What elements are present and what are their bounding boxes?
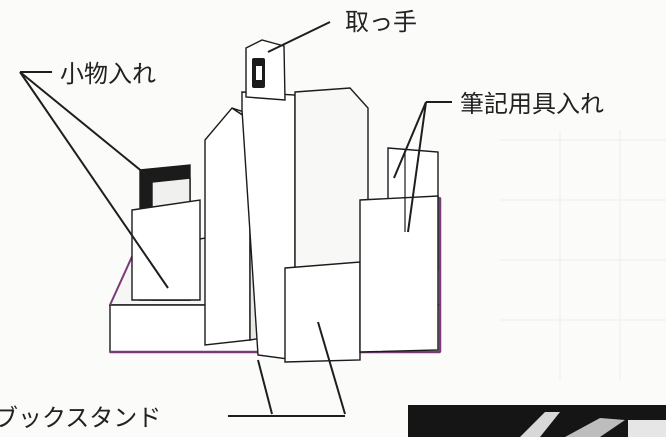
photo-corner <box>408 405 666 437</box>
leader-stationery-b <box>407 101 427 233</box>
leader-lines <box>19 21 452 417</box>
leader-book-stand-a <box>257 359 273 415</box>
book-divider-center <box>241 39 296 361</box>
base-left-edge-accent <box>109 249 136 306</box>
center-board <box>241 91 296 361</box>
label-small-items: 小物入れ <box>60 60 156 88</box>
leader-small-items-a <box>19 71 156 183</box>
leader-small-items-b <box>19 71 169 289</box>
leader-stationery-a <box>393 101 427 179</box>
divider-left-board <box>204 107 251 346</box>
label-stationery: 筆記用具入れ <box>460 90 604 118</box>
label-book-stand: ブックスタンド <box>0 404 161 432</box>
leader-handle <box>267 21 331 53</box>
handle-tab <box>245 39 286 101</box>
background-grid <box>500 130 666 380</box>
stationery-front <box>359 195 439 353</box>
leader-book-stand-b <box>317 321 346 415</box>
right-board-front <box>284 261 361 363</box>
label-handle: 取っ手 <box>345 8 417 36</box>
stationery-compartment <box>359 147 439 353</box>
handle-hole-inner <box>256 66 262 80</box>
book-divider-right <box>284 87 369 363</box>
right-board-top <box>294 87 369 271</box>
small-items-compartment <box>131 164 201 301</box>
small-box-front <box>131 199 201 301</box>
